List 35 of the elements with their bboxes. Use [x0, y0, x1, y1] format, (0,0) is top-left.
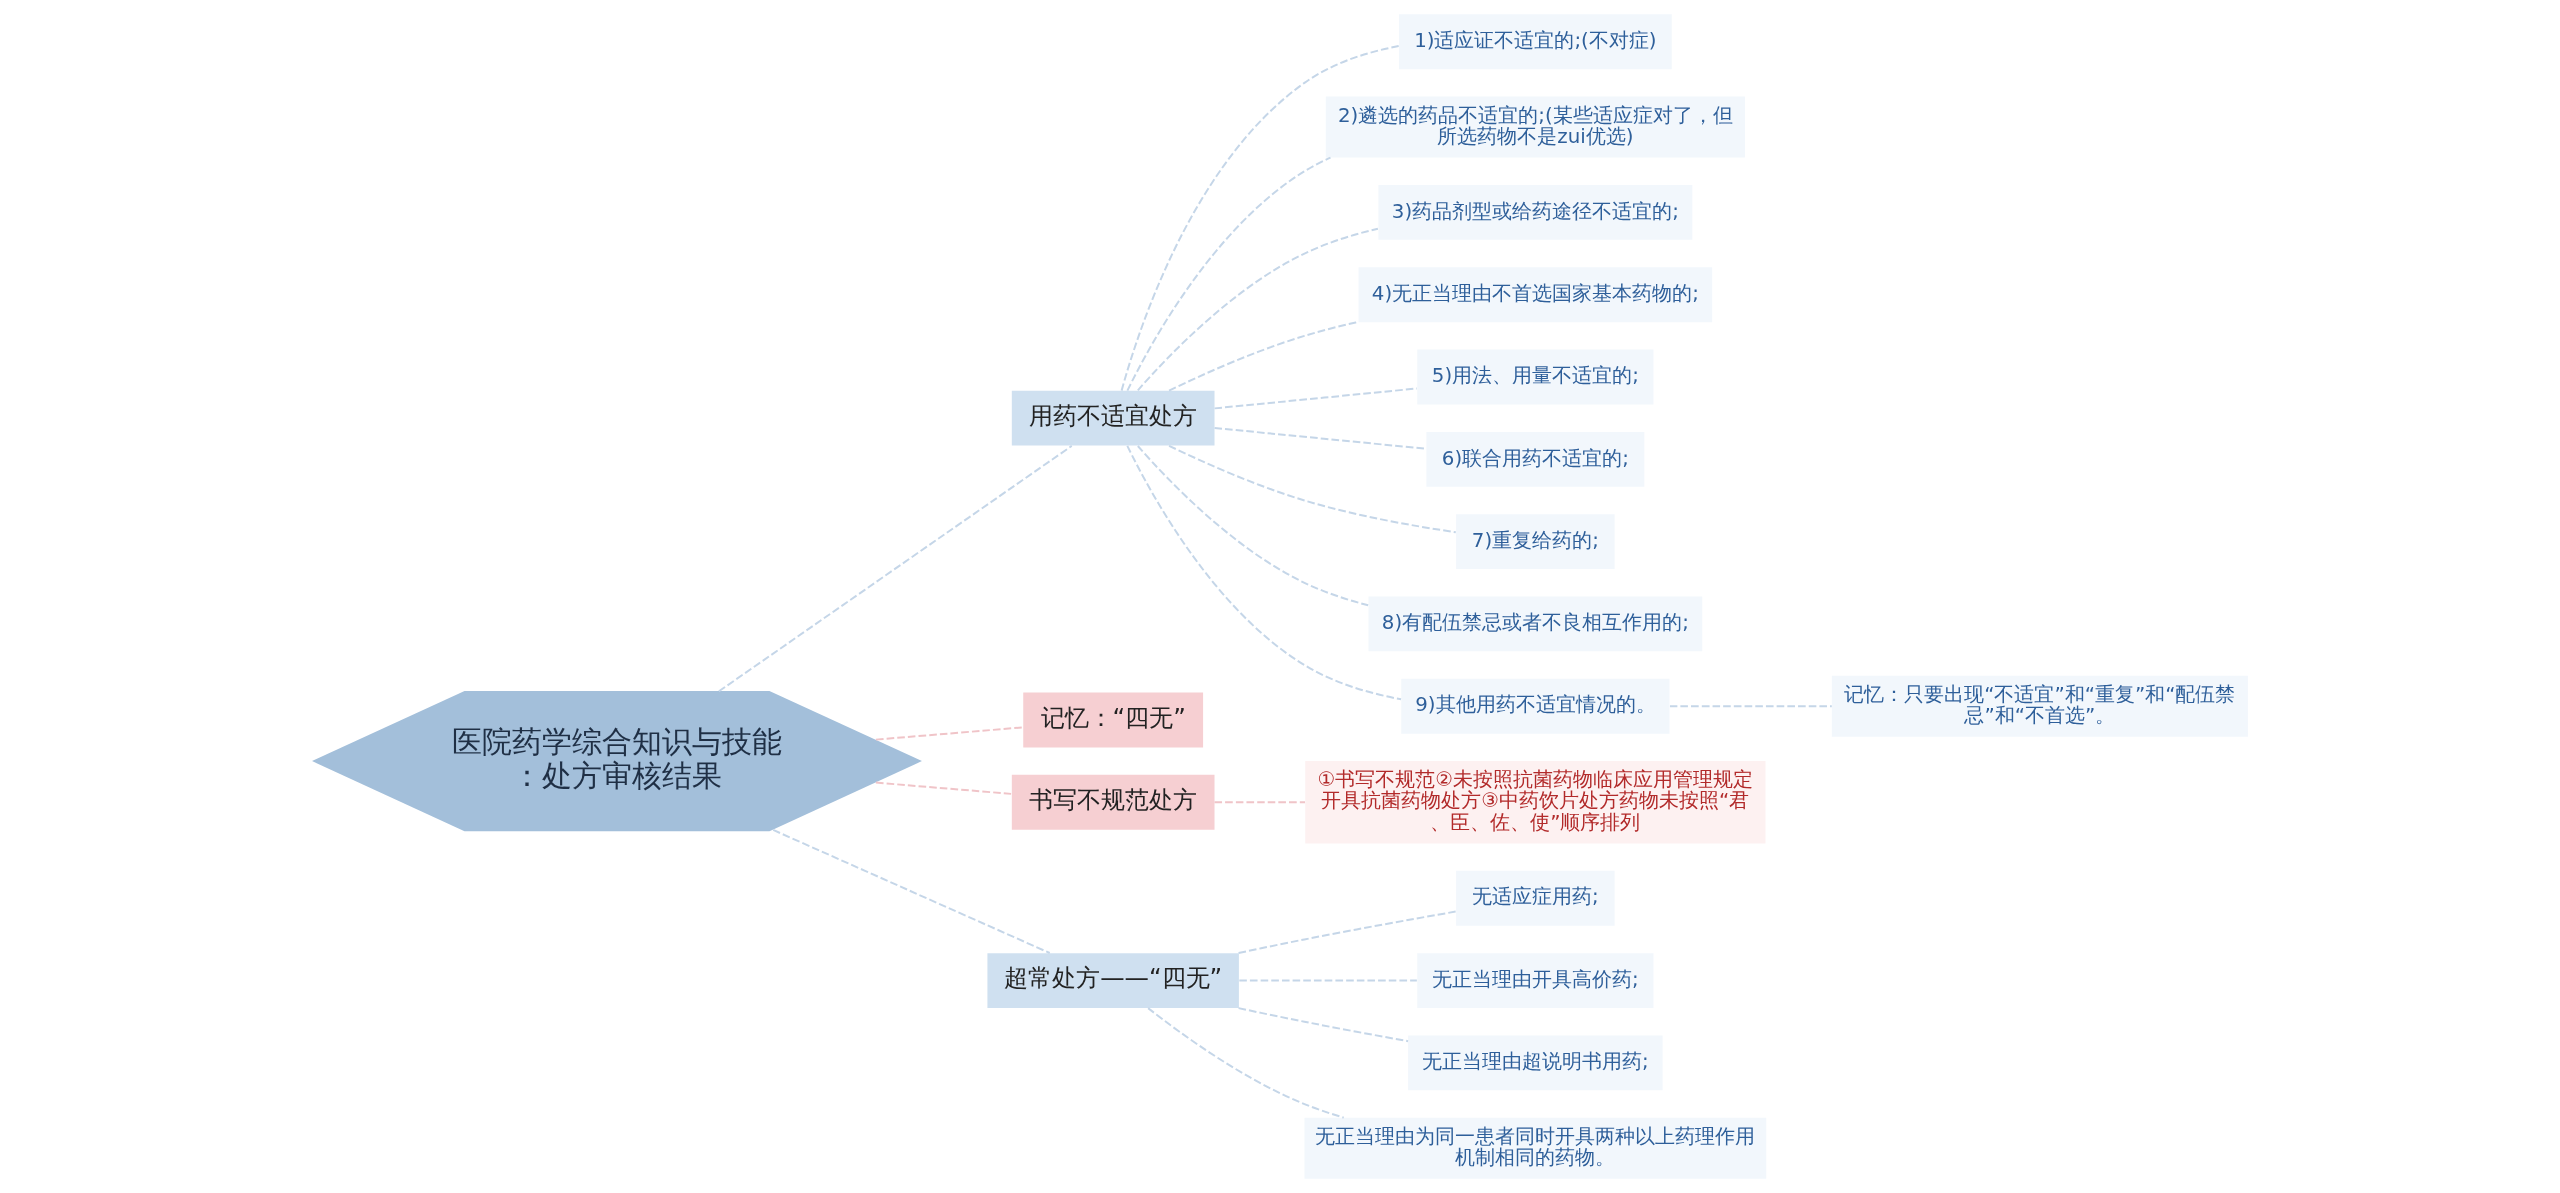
connector	[874, 781, 1013, 795]
node-box: 7)重复给药的;	[1456, 514, 1615, 570]
connector	[717, 444, 1073, 693]
node-box: 书写不规范处方	[1011, 774, 1215, 830]
connector	[1237, 1007, 1410, 1043]
node-box: 用药不适宜处方	[1011, 390, 1215, 446]
node-box: 记忆：“四无”	[1023, 692, 1204, 748]
connector	[1168, 444, 1457, 534]
connector	[1213, 387, 1418, 410]
node-box: 2)遴选的药品不适宜的;(某些适应症对了，但所选药物不是zui优选)	[1325, 96, 1745, 158]
connector	[1213, 427, 1427, 450]
connector	[1147, 1007, 1345, 1119]
node-box: 记忆：只要出现“不适宜”和“重复”和“配伍禁忌”和“不首选”。	[1831, 675, 2248, 737]
node-box: 9)其他用药不适宜情况的。	[1401, 678, 1670, 734]
connector	[1126, 444, 1403, 701]
connector	[1136, 445, 1370, 607]
connector	[874, 726, 1025, 741]
node-box: 无适应症用药;	[1456, 870, 1615, 926]
node-box: 无正当理由超说明书用药;	[1408, 1035, 1663, 1091]
connector	[772, 828, 1051, 954]
connector	[1237, 910, 1457, 955]
node-box: 5)用法、用量不适宜的;	[1417, 349, 1654, 405]
node-box: 8)有配伍禁忌或者不良相互作用的;	[1368, 596, 1703, 652]
node-box: 无正当理由为同一患者同时开具两种以上药理作用机制相同的药物。	[1304, 1117, 1767, 1179]
connector	[1126, 156, 1332, 392]
node-box: 超常处方——“四无”	[987, 953, 1239, 1008]
node-box: ①书写不规范②未按照抗菌药物临床应用管理规定开具抗菌药物处方③中药饮片处方药物未按照“君、臣、佐、使”顺序排列	[1305, 761, 1766, 844]
node-box: 无正当理由开具高价药;	[1417, 953, 1654, 1008]
connector	[1120, 45, 1400, 392]
connector	[1668, 705, 1833, 708]
node-box: 1)适应证不适宜的;(不对症)	[1398, 14, 1672, 70]
connector	[1213, 801, 1306, 804]
connector	[1238, 979, 1418, 982]
connector	[1136, 227, 1379, 392]
node-box: 3)药品剂型或给药途径不适宜的;	[1378, 185, 1693, 240]
